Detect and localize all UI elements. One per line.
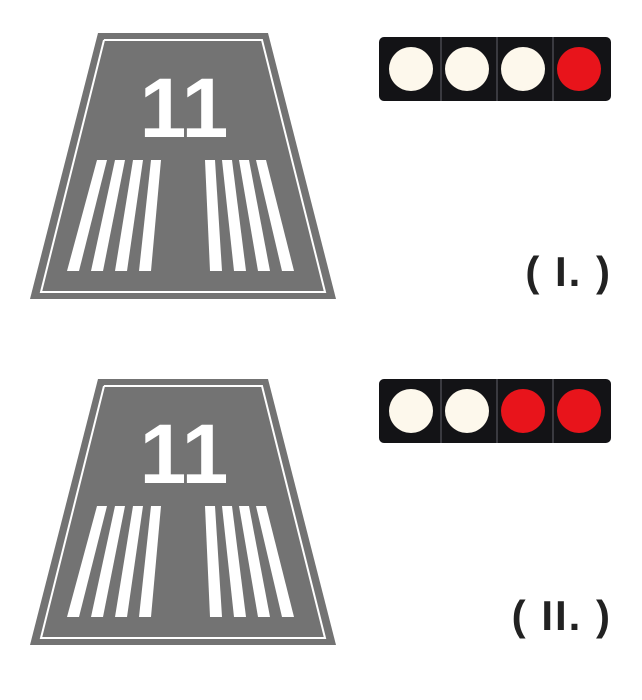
panel-2: 11 ( II. ) [0,346,642,696]
threshold-stripe [256,506,294,617]
threshold-stripe [222,160,246,271]
runway-edge-line [39,385,327,639]
papi-light [445,47,489,91]
papi-indicator [379,379,611,443]
papi-light [557,47,601,91]
papi-light [389,389,433,433]
threshold-stripe [67,506,107,617]
papi-light [557,389,601,433]
panel-1: 11 ( I. ) [30,33,612,299]
threshold-stripe [139,160,161,271]
threshold-stripe [205,506,222,617]
papi-separator [496,37,498,101]
threshold-stripe [222,506,246,617]
threshold-stripe [139,506,161,617]
runway-number: 11 [140,407,229,501]
papi-separator [440,37,442,101]
papi-separator [440,379,442,443]
threshold-stripe [91,506,125,617]
threshold-stripe [115,160,143,271]
runway-edge-line [39,39,327,293]
papi-light [501,389,545,433]
runway-diagram: 11 [30,33,336,299]
papi-separator [552,379,554,443]
threshold-stripe [205,160,222,271]
panel-label: ( I. ) [525,248,612,295]
threshold-markings [67,160,294,271]
papi-light [445,389,489,433]
threshold-markings [67,506,294,617]
papi-separator [496,379,498,443]
threshold-stripe [239,160,270,271]
papi-separator [552,37,554,101]
runway-number: 11 [140,61,229,155]
threshold-stripe [67,160,107,271]
papi-light [389,47,433,91]
papi-light [501,47,545,91]
threshold-stripe [115,506,143,617]
threshold-stripe [91,160,125,271]
threshold-stripe [256,160,294,271]
papi-indicator [379,37,611,101]
threshold-stripe [239,506,270,617]
runway-diagram: 11 [30,379,336,645]
panel-label: ( II. ) [511,592,612,639]
